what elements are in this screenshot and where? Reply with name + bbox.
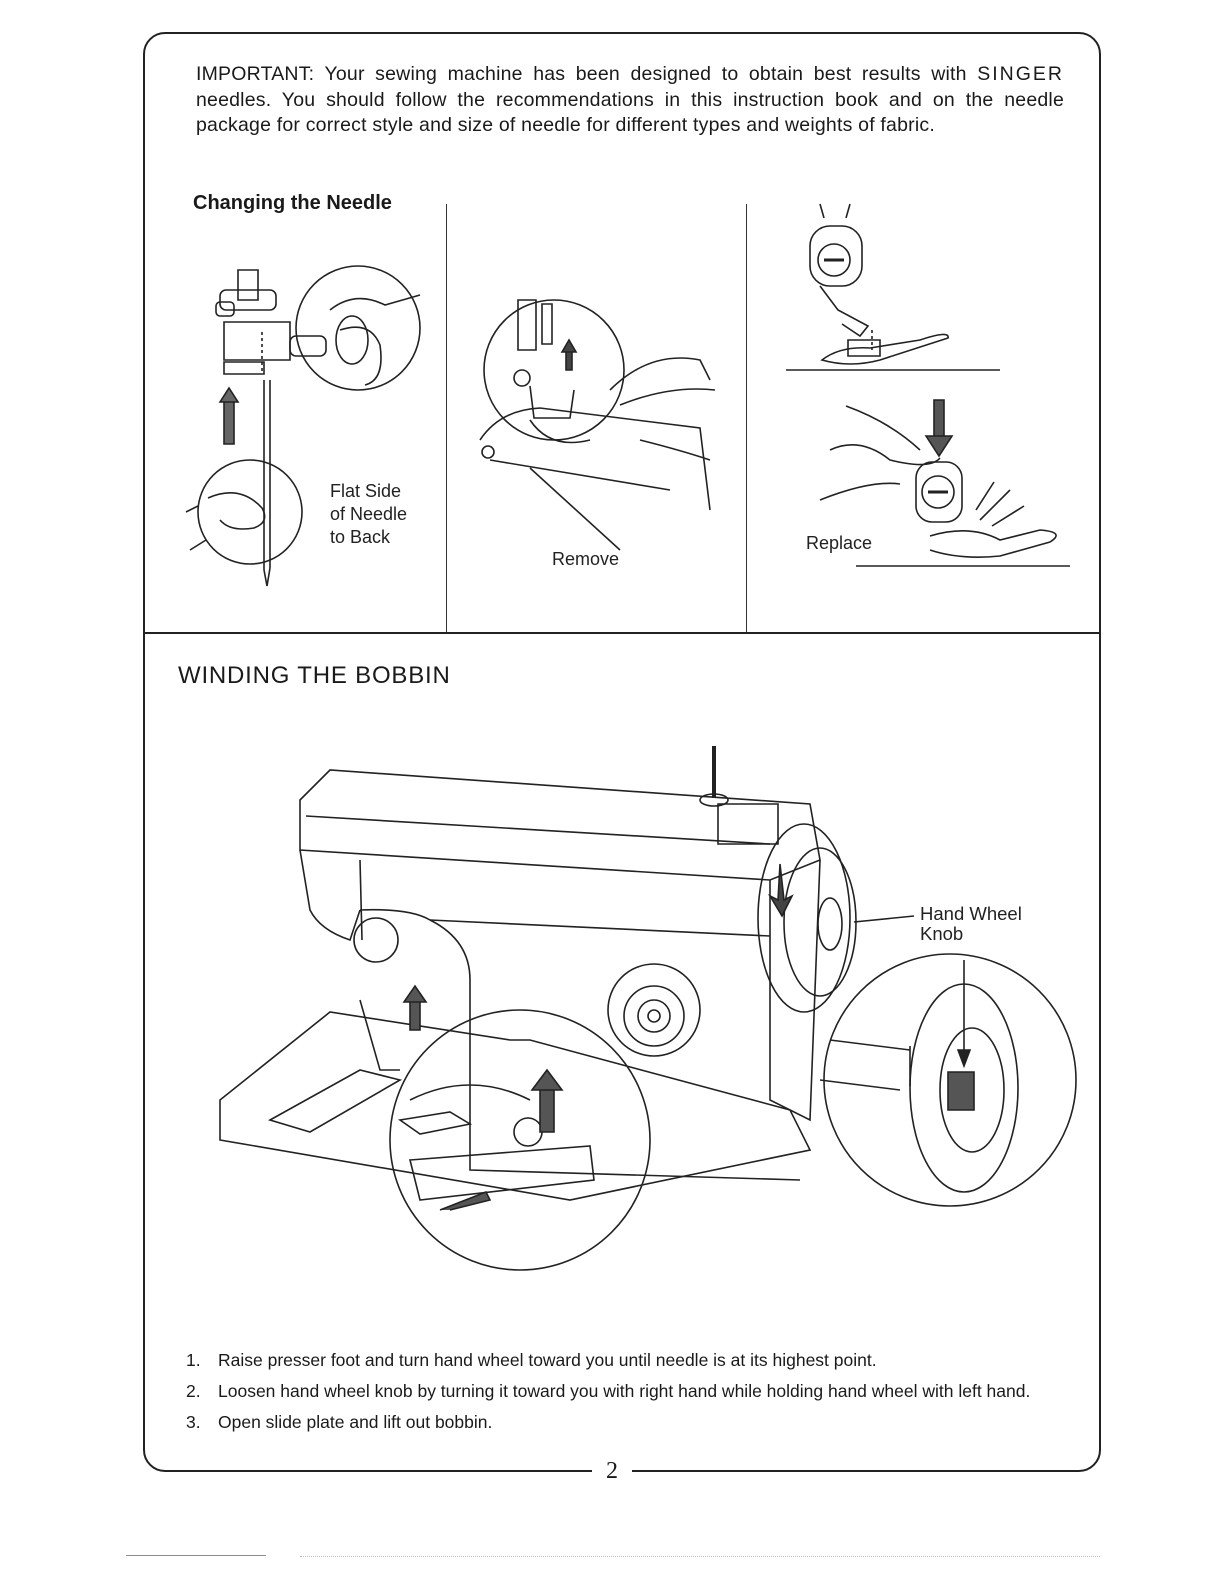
remove-caption: Remove [552, 549, 620, 569]
flat-side-caption-line-1: Flat Side [330, 481, 402, 501]
section-divider [143, 632, 1101, 634]
important-label: IMPORTANT: [196, 63, 315, 85]
step-number: 2. [186, 1381, 201, 1401]
step-item: 1. Raise presser foot and turn hand whee… [186, 1348, 1066, 1372]
flat-side-caption-line-3: to Back [330, 527, 391, 547]
page-number-text: 2 [592, 1458, 632, 1484]
hand-wheel-callout-line-2: Knob [920, 923, 964, 944]
flat-side-caption-line-2: of Needle [330, 504, 408, 524]
hand-wheel-callout: Hand Wheel Knob [920, 904, 1022, 944]
important-text-1: Your sewing machine has been designed to… [314, 63, 978, 85]
replace-foot-illustration [780, 200, 1080, 580]
important-notice: IMPORTANT: Your sewing machine has been … [196, 62, 1064, 139]
important-text-2: needles. You should follow the recommend… [196, 88, 1064, 137]
scan-dotted-line [300, 1556, 1100, 1557]
step-text: Raise presser foot and turn hand wheel t… [218, 1350, 877, 1370]
winding-bobbin-title: WINDING THE BOBBIN [178, 662, 451, 689]
brand-name: SINGER [977, 63, 1064, 85]
step-number: 1. [186, 1350, 201, 1370]
sewing-machine-illustration [210, 740, 1070, 1300]
flat-side-caption: Flat Side of Needle to Back [330, 480, 407, 549]
replace-caption: Replace [806, 533, 873, 553]
step-item: 2. Loosen hand wheel knob by turning it … [186, 1379, 1066, 1403]
hand-wheel-callout-line-1: Hand Wheel [920, 903, 1022, 924]
panel-divider-2 [746, 204, 747, 632]
step-item: 3. Open slide plate and lift out bobbin. [186, 1410, 1066, 1434]
panel-divider-1 [446, 204, 447, 632]
scan-mark [126, 1555, 266, 1556]
step-text: Loosen hand wheel knob by turning it tow… [218, 1381, 1031, 1401]
step-text: Open slide plate and lift out bobbin. [218, 1412, 493, 1432]
needle-insert-illustration [180, 250, 440, 590]
page-number: 2 [0, 1458, 1224, 1485]
step-number: 3. [186, 1412, 201, 1432]
changing-needle-title: Changing the Needle [193, 192, 392, 214]
remove-foot-illustration [470, 290, 730, 550]
winding-steps-list: 1. Raise presser foot and turn hand whee… [186, 1348, 1066, 1441]
